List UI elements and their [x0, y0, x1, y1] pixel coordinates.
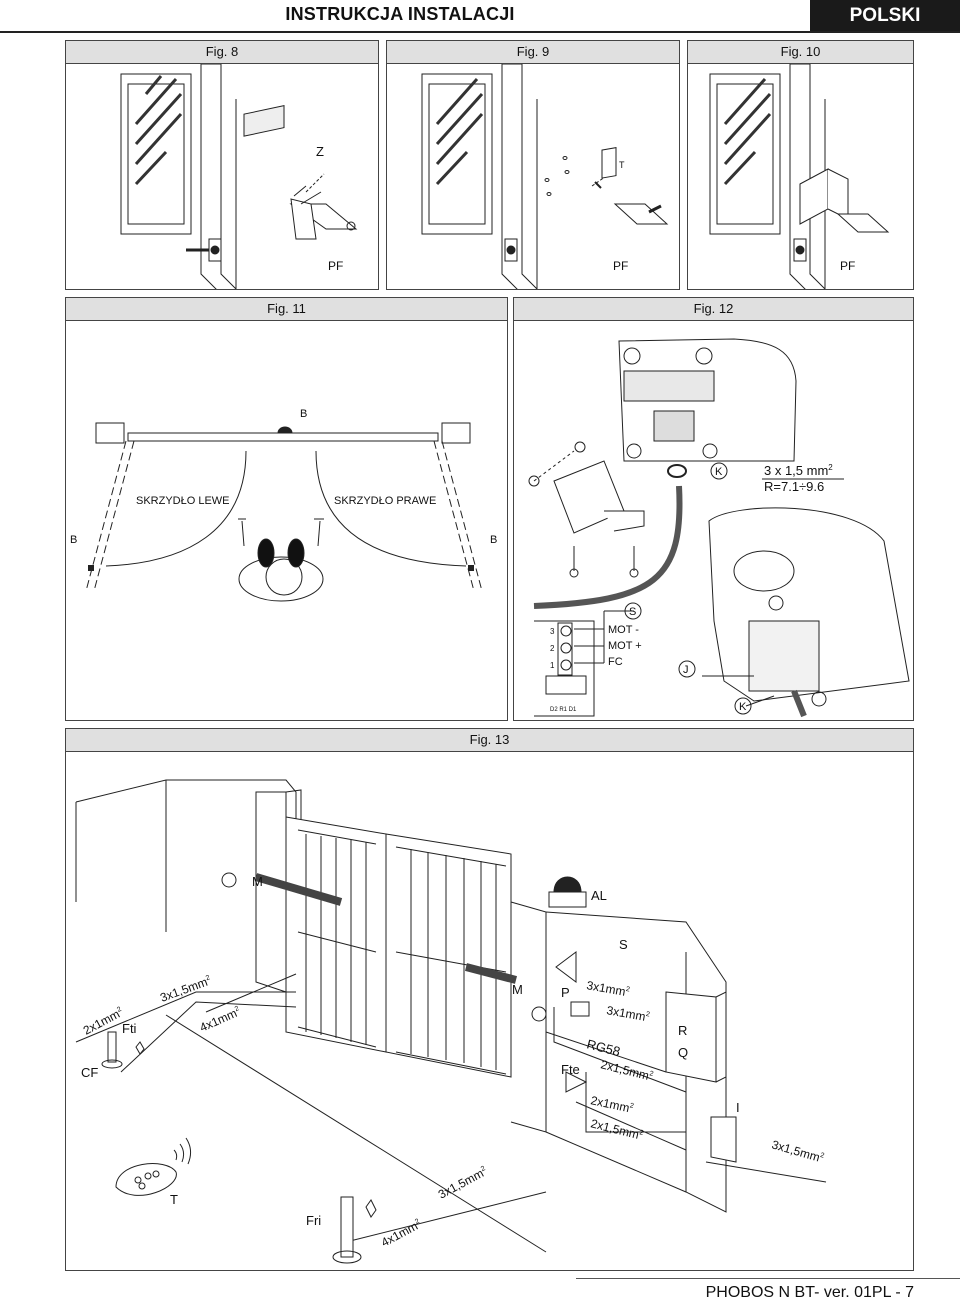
- motors: [221, 872, 547, 1022]
- gate-grille: [120, 73, 192, 235]
- callout-k2: K: [739, 701, 747, 713]
- pf-bracket-corner: [799, 168, 890, 233]
- figure-13-drawing: M M AL S P R Q RG58 Fte Fti CF CF T Fri …: [75, 779, 827, 1270]
- callout-t: T: [170, 1192, 178, 1207]
- figure-11-drawing: B B B SKRZYDŁO LEWE SKRZYDŁO PRAWE: [70, 408, 497, 602]
- label-mot-plus: MOT +: [608, 640, 642, 652]
- callout-t: T: [619, 160, 625, 170]
- figure-10-drawing: PF: [709, 64, 890, 289]
- callout-m-right: M: [512, 982, 523, 997]
- figure-8: Fig. 8 Z PF: [65, 40, 379, 290]
- pillar: [186, 64, 237, 289]
- figure-9: Fig. 9 T PF: [386, 40, 680, 290]
- figure-10-label: Fig. 10: [688, 41, 913, 64]
- cable-label-1: 3x1mm2: [585, 978, 630, 999]
- figure-9-label: Fig. 9: [387, 41, 679, 64]
- cable-label-8: 3x1,5mm2: [158, 973, 213, 1004]
- footer-text: PHOBOS N BT- ver. 01PL - 7: [705, 1284, 914, 1301]
- photocells: [101, 951, 590, 1264]
- callout-s: S: [629, 606, 636, 618]
- header-rule: [0, 31, 960, 33]
- header-title: INSTRUKCJA INSTALACJI: [285, 4, 515, 24]
- switch-i: [710, 1116, 737, 1163]
- person-icon: [238, 518, 324, 602]
- callout-cf-bottom: CF: [309, 1268, 326, 1270]
- terminal-1: 1: [550, 661, 555, 670]
- motor-housing-bottom: [702, 507, 910, 718]
- callout-z: Z: [316, 144, 324, 159]
- callout-cf-left: CF: [81, 1065, 98, 1080]
- label-cable: 3 x 1,5 mm2: [764, 463, 833, 478]
- gate-leaves-closed: [95, 422, 471, 444]
- left-gate-leaf: [285, 816, 387, 1053]
- callout-fri: Fri: [306, 1213, 321, 1228]
- cover-plate: [528, 441, 645, 578]
- cable-label-10: 3x1,5mm2: [436, 1164, 490, 1201]
- cable-label-4: 2x1mm2: [589, 1093, 634, 1116]
- remote-control: [115, 1137, 192, 1196]
- footer-rule: [576, 1278, 960, 1279]
- callout-s: S: [619, 937, 628, 952]
- gate-grille: [709, 73, 781, 235]
- control-box-rq: [665, 991, 727, 1083]
- gate-leaves-open: [85, 440, 483, 592]
- callout-r: R: [678, 1023, 687, 1038]
- terminal-2: 2: [550, 644, 555, 653]
- label-resistance: R=7.1÷9.6: [764, 479, 824, 494]
- callout-q: Q: [678, 1045, 688, 1060]
- callout-fti: Fti: [122, 1021, 137, 1036]
- figure-13-label: Fig. 13: [66, 729, 913, 752]
- callout-p: P: [561, 985, 570, 1000]
- callout-b-top: B: [300, 408, 307, 420]
- label-left-leaf: SKRZYDŁO LEWE: [136, 495, 230, 507]
- label-right-leaf: SKRZYDŁO PRAWE: [334, 495, 436, 507]
- callout-b-right: B: [490, 534, 497, 546]
- cable-label-7: 2x1mm2: [81, 1005, 126, 1038]
- cable-label-6: 3x1,5mm2: [770, 1137, 825, 1165]
- pillar: [501, 64, 538, 289]
- callout-b-left: B: [70, 534, 77, 546]
- terminal-block: [534, 610, 634, 717]
- figure-10: Fig. 10 PF: [687, 40, 914, 290]
- pf-bracket: [601, 147, 669, 225]
- swing-arcs: [105, 450, 467, 567]
- figure-8-label: Fig. 8: [66, 41, 378, 64]
- figure-11-label: Fig. 11: [66, 298, 507, 321]
- callout-j: J: [683, 664, 689, 676]
- board-text: D2 R1 D1: [550, 707, 577, 713]
- right-gate-leaf: [385, 833, 512, 1078]
- motor-housing-top: [618, 338, 797, 462]
- language-badge: POLSKI: [810, 0, 960, 31]
- cable-label-2: 3x1mm2: [605, 1003, 650, 1024]
- figure-11: Fig. 11 B B B SKRZYDŁO LEWE S: [65, 297, 508, 721]
- cable-label-9: 4x1mm2: [198, 1004, 243, 1034]
- label-mot-minus: MOT -: [608, 624, 639, 636]
- gate-grille: [421, 73, 493, 235]
- callout-i: I: [736, 1100, 740, 1115]
- callout-al: AL: [591, 888, 607, 903]
- figure-12-label: Fig. 12: [514, 298, 913, 321]
- label-fc: FC: [608, 656, 623, 668]
- callout-pf: PF: [328, 259, 343, 273]
- callout-pf: PF: [613, 259, 628, 273]
- figure-12: Fig. 12: [513, 297, 914, 721]
- ground-cables: [75, 973, 827, 1253]
- cable-label-3: 2x1,5mm2: [599, 1057, 654, 1083]
- figure-12-drawing: S K J K 3 x 1,5 mm2 R=7.1÷9.6 MOT - MOT …: [528, 338, 910, 718]
- terminal-3: 3: [550, 627, 555, 636]
- callout-fte: Fte: [561, 1062, 580, 1077]
- figure-13: Fig. 13: [65, 728, 914, 1271]
- figure-9-drawing: T PF: [421, 64, 669, 289]
- callout-pf: PF: [840, 259, 855, 273]
- figure-8-drawing: Z PF: [120, 64, 358, 289]
- cable: [533, 464, 687, 609]
- pf-bracket: [243, 105, 358, 240]
- callout-k1: K: [715, 466, 723, 478]
- flashing-light-al: [548, 876, 587, 908]
- callout-m-left: M: [252, 874, 263, 889]
- cable-label-11: 4x1mm2: [379, 1217, 424, 1250]
